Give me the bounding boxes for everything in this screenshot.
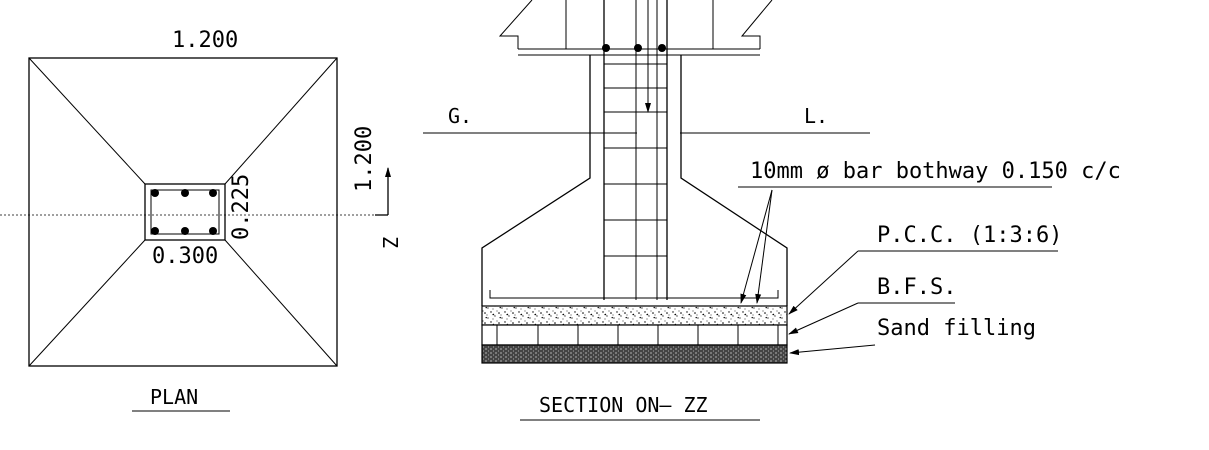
rebar-dot xyxy=(634,44,642,52)
ground-level-right-label: L. xyxy=(804,104,828,128)
bars-leader xyxy=(755,189,773,304)
sand-layer xyxy=(481,344,788,364)
plan-diagonal xyxy=(224,239,338,367)
plan-diagonal xyxy=(28,239,146,367)
break-line-left xyxy=(498,0,533,49)
section-view: G. L. xyxy=(423,0,1121,421)
plan-title: PLAN xyxy=(150,385,198,409)
rebar-dot xyxy=(602,44,610,52)
section-title: SECTION ON– ZZ xyxy=(539,393,708,417)
footing-right-slope xyxy=(680,55,788,306)
section-mark-label: Z xyxy=(378,236,402,248)
rebar-dot xyxy=(151,189,159,197)
brick-joints xyxy=(496,325,779,345)
plan-width-dimension: 1.200 xyxy=(172,28,238,53)
plan-diagonal xyxy=(224,57,338,185)
footing-outline xyxy=(28,57,338,367)
bars-leader xyxy=(740,189,773,304)
rebar-dot xyxy=(181,227,189,235)
plan-diagonal xyxy=(28,57,146,185)
rebar-dot xyxy=(658,44,666,52)
column-outer xyxy=(144,183,226,241)
bfs-layer xyxy=(481,324,788,346)
rebar-dot xyxy=(209,189,217,197)
column-bars xyxy=(151,189,217,235)
rebar-dot xyxy=(181,189,189,197)
footing-left-slope xyxy=(481,55,591,306)
plan-view: Z 1.200 1.200 0.225 0.300 PLAN xyxy=(0,28,402,412)
sand-leader xyxy=(789,344,876,356)
bars-callout-text: 10mm ø bar bothway 0.150 c/c xyxy=(750,159,1121,184)
bfs-callout-text: B.F.S. xyxy=(877,275,956,300)
pcc-layer xyxy=(481,305,788,326)
column-ties xyxy=(604,63,667,257)
break-line-right xyxy=(740,0,773,49)
pcc-callout-text: P.C.C. (1:3:6) xyxy=(877,223,1062,248)
pcc-leader xyxy=(788,250,859,315)
rebar-dot xyxy=(151,227,159,235)
column-depth-dimension: 0.225 xyxy=(229,174,254,240)
bfs-leader xyxy=(788,302,859,335)
column-width-dimension: 0.300 xyxy=(152,244,218,269)
plan-length-dimension: 1.200 xyxy=(352,126,377,192)
bottom-reinforcement xyxy=(489,290,779,299)
sand-callout-text: Sand filling xyxy=(877,316,1036,341)
ground-level-left-label: G. xyxy=(448,104,472,128)
rebar-dot xyxy=(209,227,217,235)
